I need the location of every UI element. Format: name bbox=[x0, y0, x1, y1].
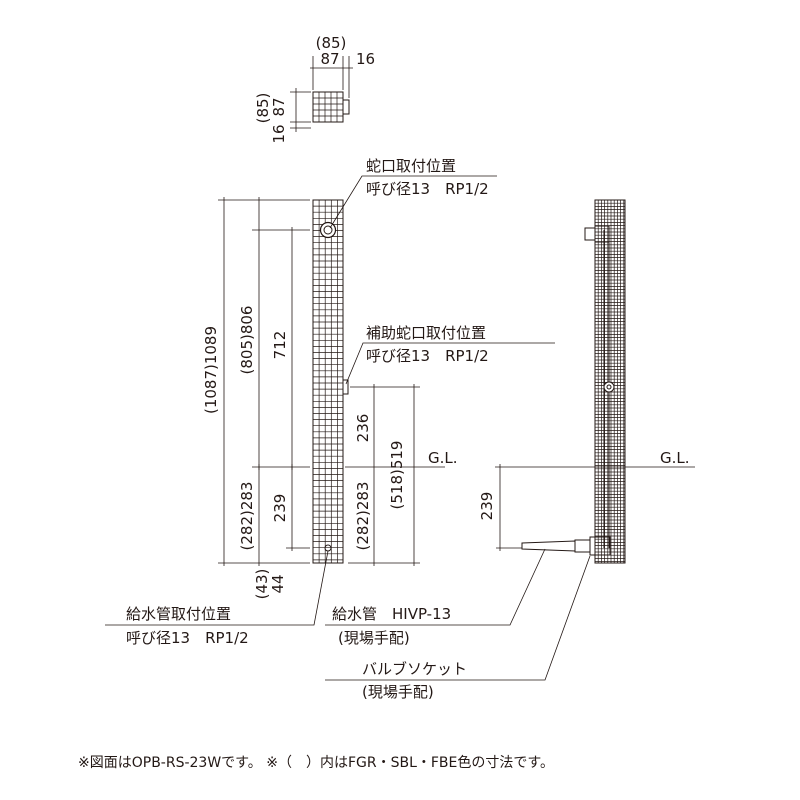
side-pipe-height-label: 239 bbox=[478, 492, 496, 521]
faucet-title-label: 蛇口取付位置 bbox=[366, 157, 456, 175]
front-bottom-offset-label: 44 bbox=[269, 574, 287, 593]
top-view: (85) 87 16 (85) 87 16 bbox=[254, 34, 375, 144]
faucet-outlet bbox=[319, 221, 337, 239]
front-post-grid bbox=[313, 200, 343, 563]
aux-below-gl-label: (282)283 bbox=[354, 482, 372, 551]
front-712-label: 712 bbox=[271, 331, 289, 360]
socket-title-label: バルブソケット bbox=[362, 660, 467, 678]
side-post-body bbox=[594, 199, 626, 564]
side-view: G.L. 239 給水管 HIVP-13 (現場手配) バルブソケット (現場手… bbox=[325, 199, 695, 701]
top-depth-paren-label: (85) bbox=[254, 93, 272, 124]
aux-total-label: (518)519 bbox=[388, 441, 406, 510]
footnote: ※図面はOPB-RS-23Wです。 ※（ ）内はFGR・SBL・FBE色の寸法で… bbox=[78, 754, 554, 771]
front-post-body bbox=[312, 199, 344, 564]
pipe-title-label: 給水管 HIVP-13 bbox=[332, 605, 451, 623]
supply-title-label: 給水管取付位置 bbox=[126, 605, 231, 623]
front-bottom-offset-paren-label: (43) bbox=[253, 569, 271, 600]
aux-faucet-fitting bbox=[342, 379, 349, 395]
side-aux-outlet bbox=[603, 381, 615, 393]
pipe-note-label: (現場手配) bbox=[338, 629, 410, 647]
aux-title-label: 補助蛇口取付位置 bbox=[366, 324, 486, 342]
side-supply-pipe bbox=[521, 540, 576, 552]
top-offset-right-label: 16 bbox=[356, 50, 375, 68]
top-view-fitting bbox=[342, 99, 350, 115]
top-depth-label: 87 bbox=[270, 97, 288, 116]
faucet-spec-label: 呼び径13 RP1/2 bbox=[366, 180, 489, 198]
front-pipe-height-label: 239 bbox=[271, 494, 289, 523]
aux-spec-label: 呼び径13 RP1/2 bbox=[366, 347, 489, 365]
front-total-height-label: (1087)1089 bbox=[202, 326, 220, 414]
side-post-grid bbox=[595, 200, 625, 563]
top-width-label: 87 bbox=[320, 50, 339, 68]
front-faucet-height-label: (805)806 bbox=[238, 306, 256, 375]
side-faucet-fitting bbox=[584, 227, 596, 241]
top-width-paren-label: (85) bbox=[316, 34, 347, 52]
front-below-gl-label: (282)283 bbox=[238, 482, 256, 551]
side-gl-label: G.L. bbox=[660, 449, 690, 467]
supply-spec-label: 呼び径13 RP1/2 bbox=[126, 629, 249, 647]
aux-above-gl-label: 236 bbox=[354, 414, 372, 443]
top-view-grid bbox=[313, 92, 343, 122]
front-view: (1087)1089 (805)806 712 (282)283 239 (43… bbox=[105, 157, 555, 647]
top-offset-bottom-label: 16 bbox=[270, 124, 288, 143]
top-view-body bbox=[312, 91, 344, 123]
socket-note-label: (現場手配) bbox=[362, 683, 434, 701]
front-gl-label: G.L. bbox=[428, 449, 458, 467]
